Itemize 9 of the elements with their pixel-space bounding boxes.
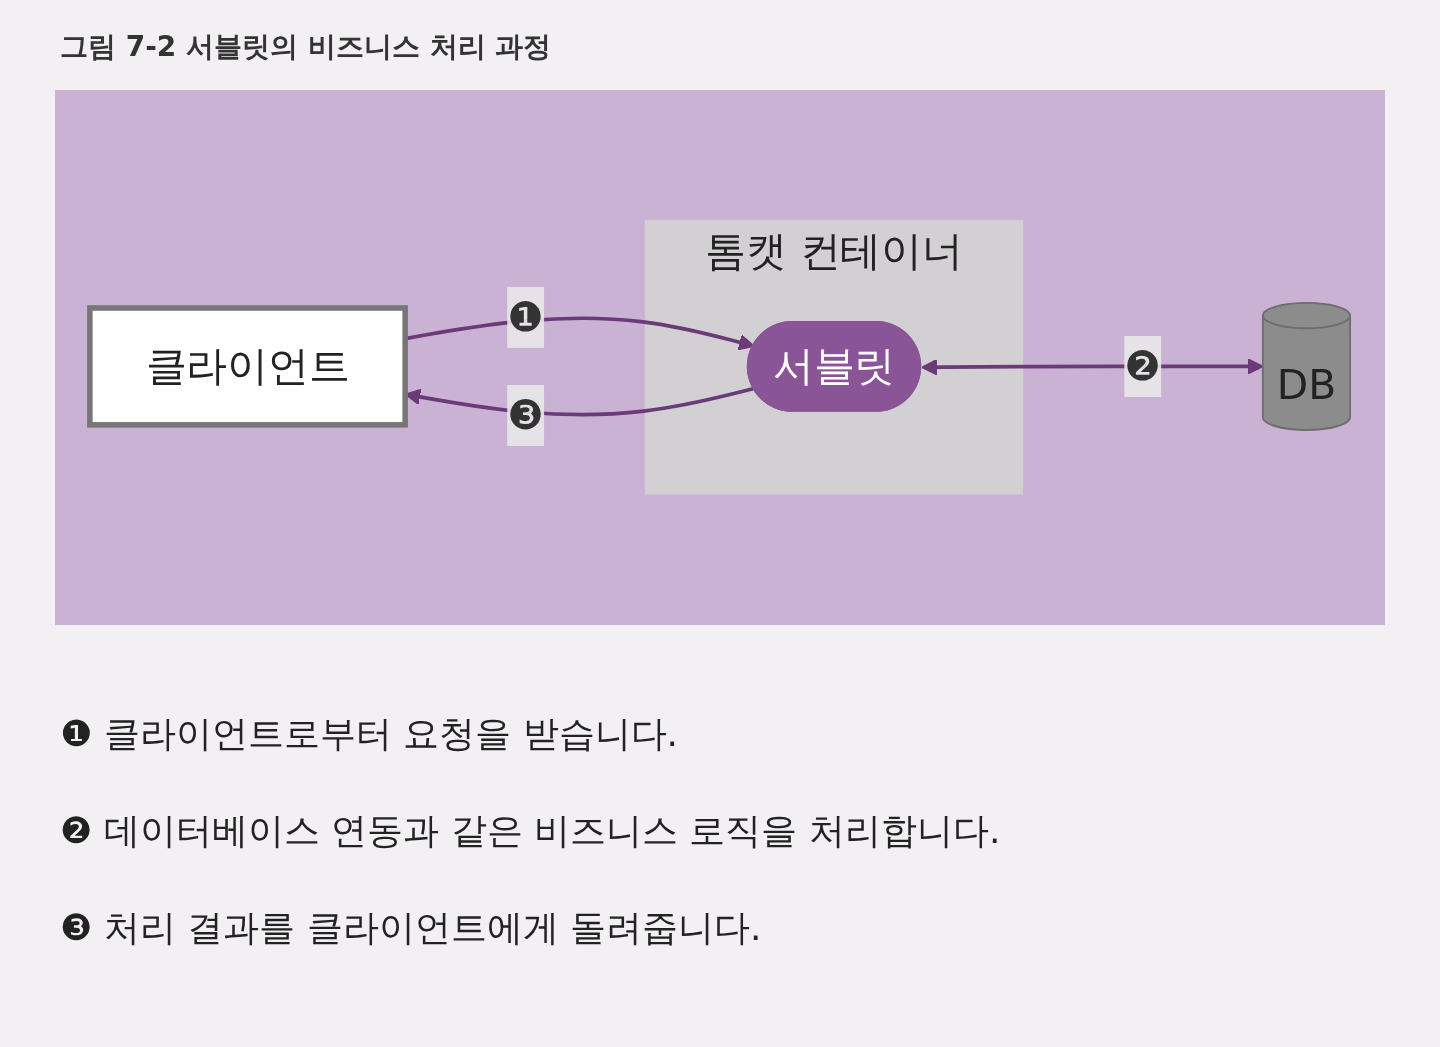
note-text: ❷ 데이터베이스 연동과 같은 비즈니스 로직을 처리합니다. (60, 809, 1001, 853)
edge-label: ❸ (507, 392, 544, 440)
arrow (921, 358, 1264, 376)
node-box: 클라이언트 (87, 305, 408, 428)
figure-title: 그림 7-2 서블릿의 비즈니스 처리 과정 (60, 29, 552, 65)
edge-label: ❶ (507, 294, 544, 341)
note-text: ❶ 클라이언트로부터 요청을 받습니다. (60, 712, 680, 756)
note-text: ❸ 처리 결과를 클라이언트에게 돌려줍니다. (60, 906, 763, 950)
edge-label: ❷ (1124, 343, 1161, 390)
